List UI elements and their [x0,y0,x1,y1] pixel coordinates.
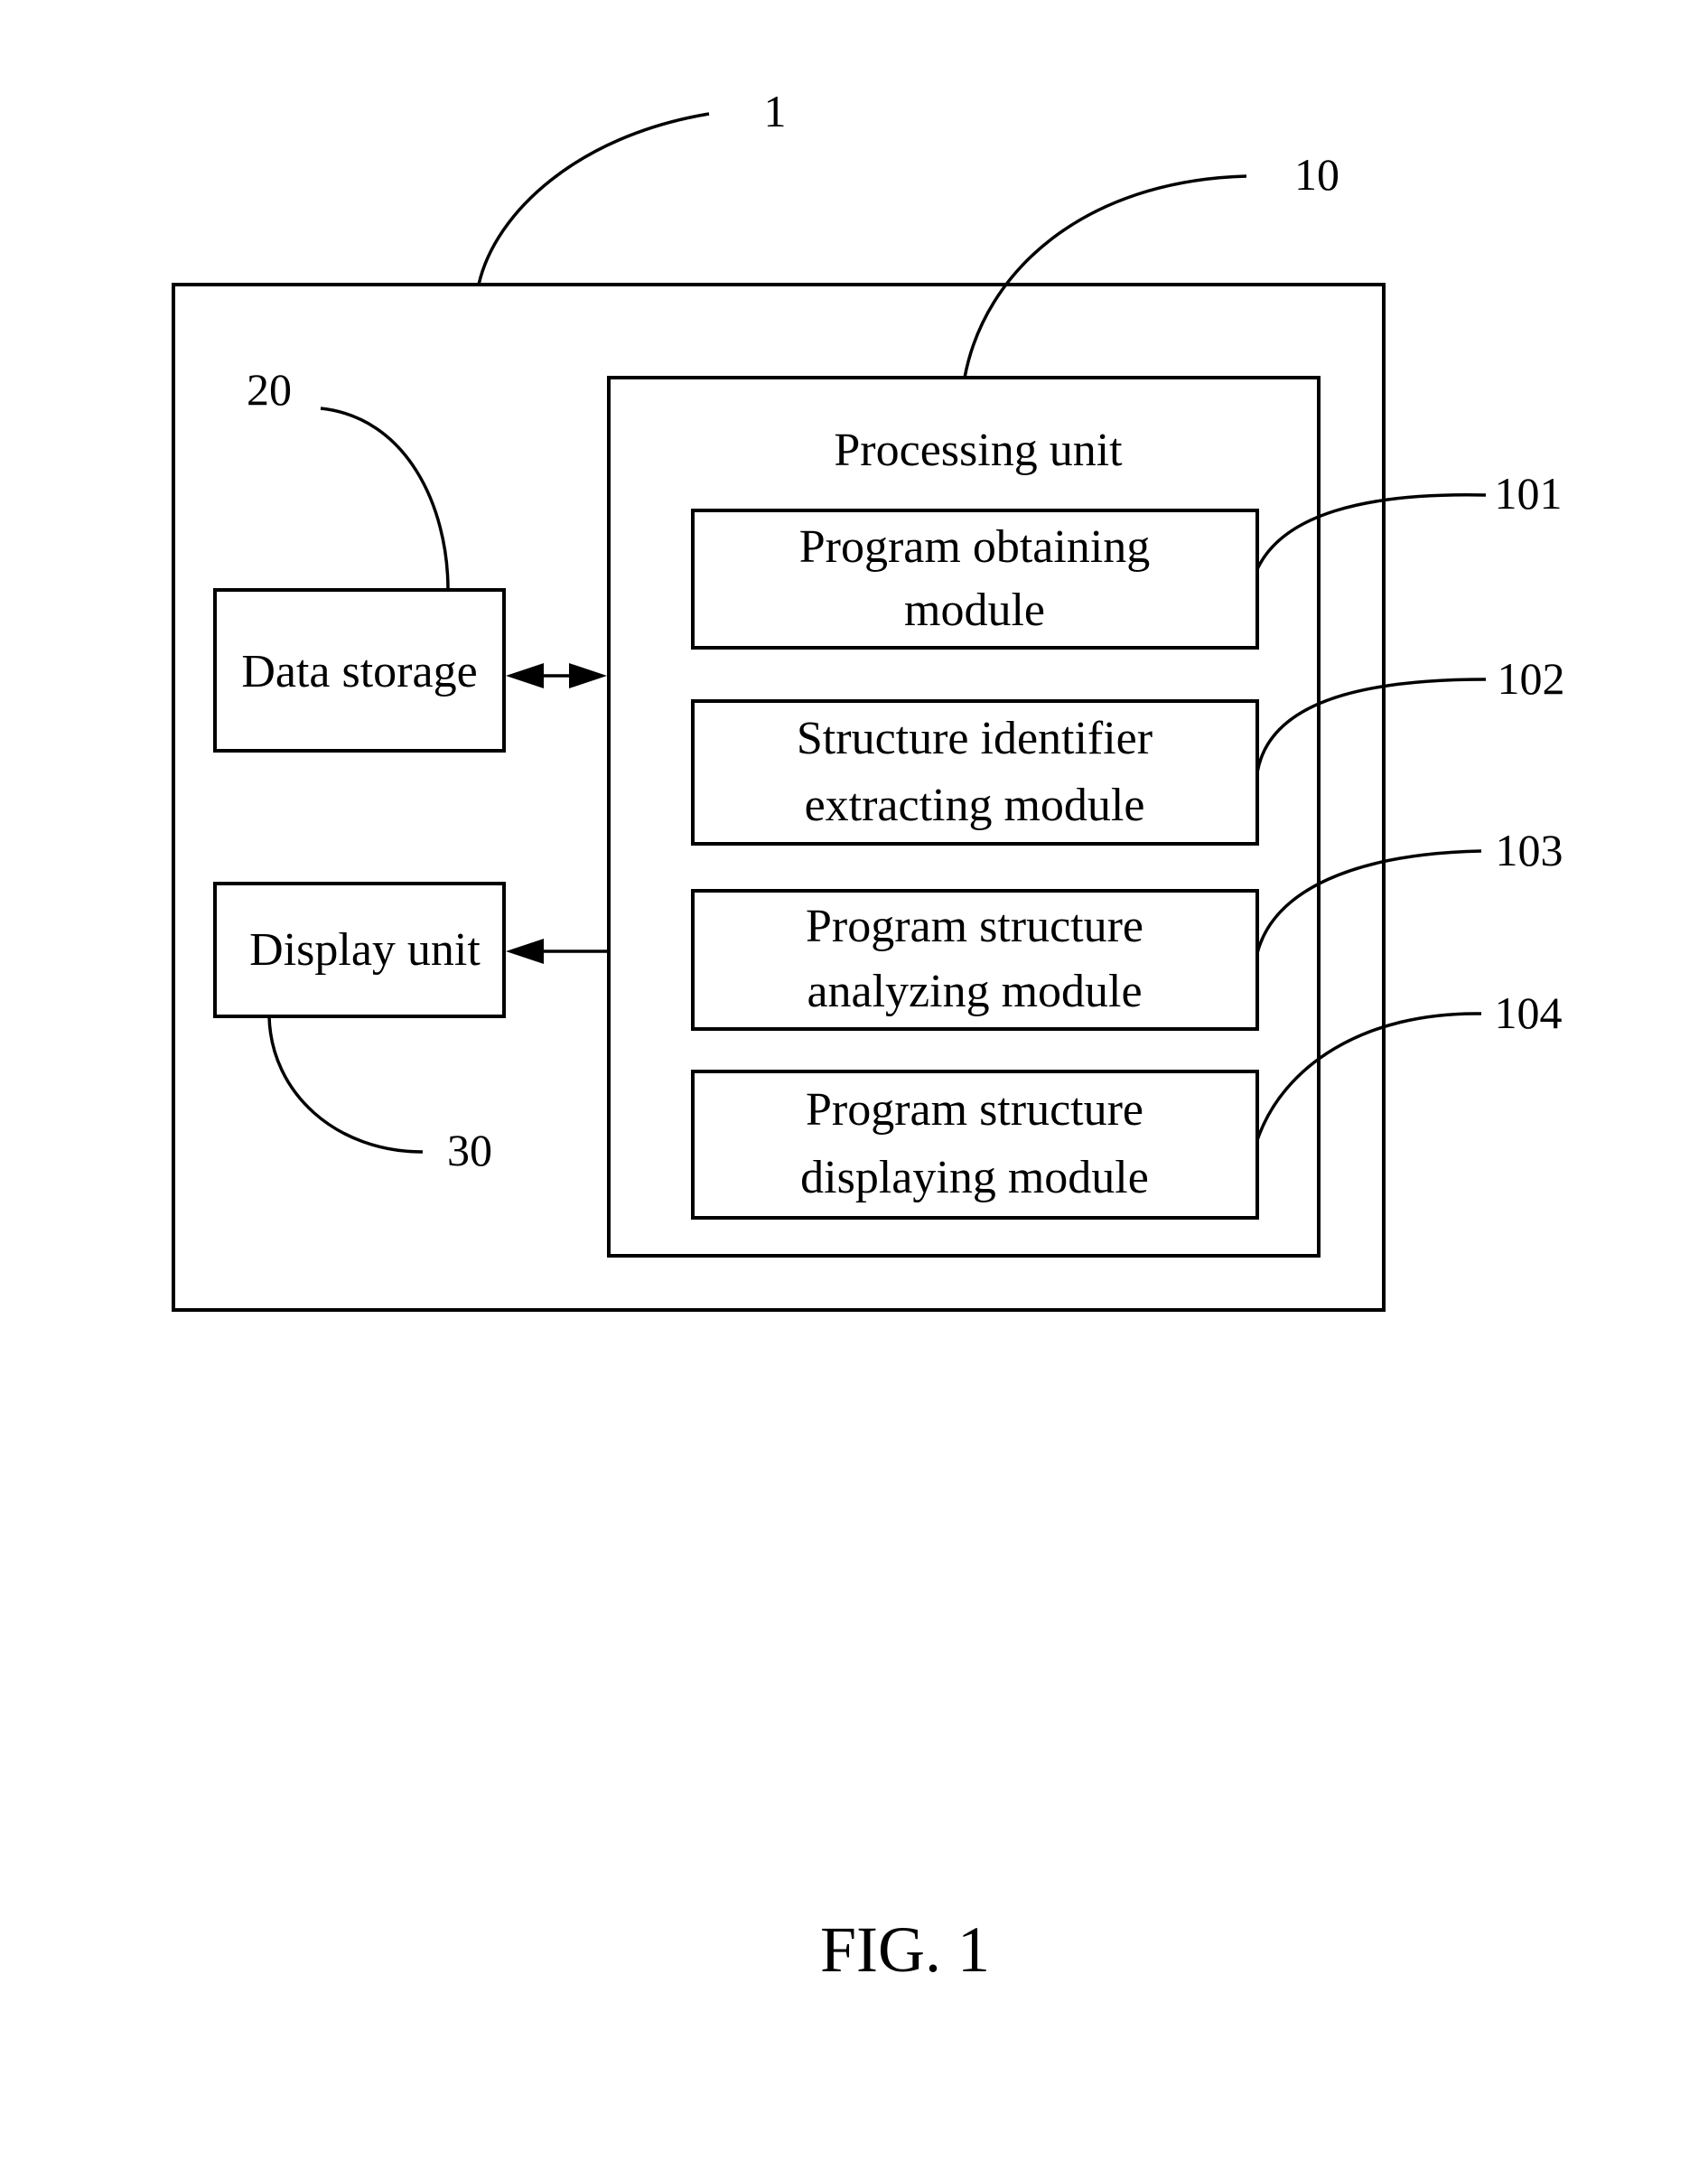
module-101-line-1: Program obtaining [799,521,1151,573]
ref-label-30: 30 [447,1125,492,1175]
figure-caption: FIG. 1 [820,1913,990,1986]
ref-label-20: 20 [247,364,292,415]
ref-label-102: 102 [1498,653,1565,704]
data-storage-block: Data storage [215,590,504,751]
program-structure-displaying-module: Program structure displaying module [693,1071,1257,1218]
module-103-line-2: analyzing module [807,966,1142,1017]
program-structure-analyzing-module: Program structure analyzing module [693,891,1257,1029]
module-101-line-2: module [904,585,1045,636]
data-storage-label: Data storage [241,646,477,697]
module-104-line-2: displaying module [800,1152,1149,1203]
ref-label-104: 104 [1495,987,1563,1038]
module-104-line-1: Program structure [806,1084,1143,1136]
display-unit-label: Display unit [249,924,481,976]
display-unit-block: Display unit [215,884,504,1016]
ref-label-103: 103 [1496,825,1563,875]
ref-label-1: 1 [764,86,787,136]
program-obtaining-module: Program obtaining module [693,510,1257,648]
processing-unit-label: Processing unit [834,425,1123,476]
module-103-line-1: Program structure [806,901,1143,952]
ref-label-10: 10 [1294,149,1339,200]
module-102-line-2: extracting module [805,780,1145,831]
ref-label-101: 101 [1495,468,1563,519]
module-102-line-1: Structure identifier [797,713,1153,764]
leader-line-1 [479,114,709,285]
structure-identifier-extracting-module: Structure identifier extracting module [693,701,1257,844]
